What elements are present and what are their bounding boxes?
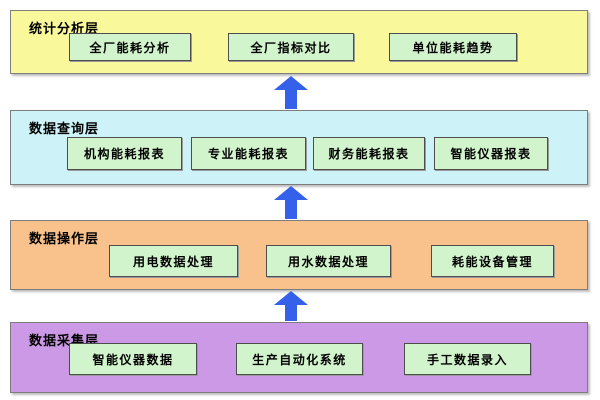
- arrow-head: [274, 76, 308, 90]
- module-box: 全厂指标对比: [228, 33, 354, 61]
- module-box: 用水数据处理: [266, 245, 391, 277]
- layer-data-operation: 数据操作层 用电数据处理 用水数据处理 耗能设备管理: [10, 220, 588, 290]
- arrow-up-icon: [274, 291, 308, 321]
- arrow-head: [274, 291, 308, 305]
- module-box: 单位能耗趋势: [389, 33, 517, 61]
- arrow-head: [274, 186, 308, 200]
- arrow-shaft: [285, 305, 297, 321]
- module-box: 智能仪器报表: [434, 137, 548, 170]
- module-box: 智能仪器数据: [69, 343, 197, 375]
- module-box: 耗能设备管理: [431, 245, 554, 277]
- module-box: 机构能耗报表: [67, 137, 182, 170]
- layer-title: 统计分析层: [29, 21, 100, 36]
- module-box: 手工数据录入: [404, 343, 531, 375]
- layer-title: 数据操作层: [29, 231, 100, 246]
- module-box: 专业能耗报表: [191, 137, 306, 170]
- layer-title: 数据查询层: [29, 121, 100, 136]
- module-box: 生产自动化系统: [236, 343, 363, 375]
- module-box: 用电数据处理: [109, 245, 238, 277]
- arrow-up-icon: [274, 186, 308, 219]
- layer-data-query: 数据查询层 机构能耗报表 专业能耗报表 财务能耗报表 智能仪器报表: [10, 110, 588, 185]
- arrow-shaft: [285, 90, 297, 109]
- module-box: 财务能耗报表: [313, 137, 425, 170]
- layer-statistical-analysis: 统计分析层 全厂能耗分析 全厂指标对比 单位能耗趋势: [10, 10, 588, 74]
- arrow-up-icon: [274, 76, 308, 109]
- module-box: 全厂能耗分析: [69, 33, 191, 61]
- arrow-shaft: [285, 200, 297, 219]
- layer-data-collection: 数据采集层 智能仪器数据 生产自动化系统 手工数据录入: [10, 322, 588, 393]
